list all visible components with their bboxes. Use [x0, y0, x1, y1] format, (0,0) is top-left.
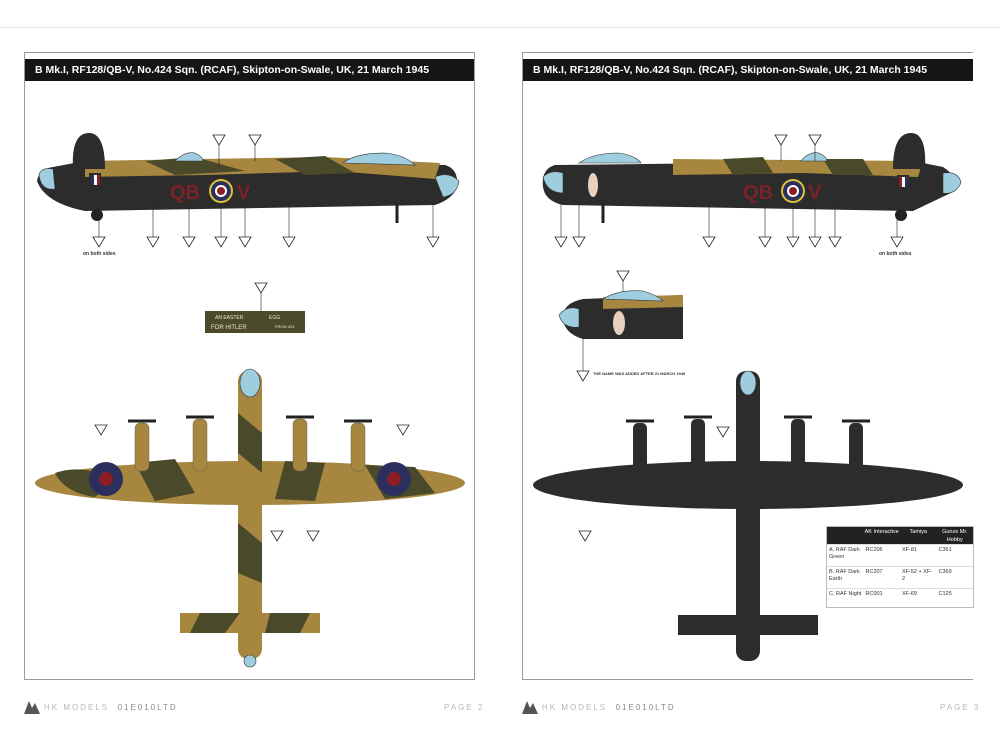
right-page-artwork: QB V on both sides	[533, 133, 963, 661]
right-individual-letter: V	[808, 182, 822, 204]
right-side-note: on both sides	[879, 251, 912, 257]
table-row: C. RAF Night RC001 XF-69 C125	[827, 588, 973, 610]
nose-art-line3: FOR HITLER	[211, 325, 247, 331]
right-nose-detail: THE NAME WAS ADDED AFTER 21 MARCH 1945	[558, 270, 686, 382]
left-page-header: B Mk.I, RF128/QB-V, No.424 Sqn. (RCAF), …	[25, 59, 474, 81]
left-footer-brand: HK MODELS 01E010LTD	[44, 703, 178, 712]
right-underside-callouts	[578, 426, 730, 542]
right-underside-view	[533, 370, 963, 661]
left-page-artwork: QB V on both sides	[35, 133, 465, 668]
left-side-profile: QB V	[37, 133, 460, 223]
left-side-note: on both sides	[83, 251, 116, 257]
nose-detail-note: THE NAME WAS ADDED AFTER 21 MARCH 1945	[593, 371, 686, 376]
table-row: B. RAF Dark Earth RC207 XF-52 + XF-2 C36…	[827, 566, 973, 588]
left-page: B Mk.I, RF128/QB-V, No.424 Sqn. (RCAF), …	[24, 52, 475, 680]
nose-art-line2: EGG	[269, 315, 280, 321]
left-code-letters: QB	[170, 182, 200, 204]
left-footer-page: PAGE 2	[444, 703, 485, 712]
right-footer-brand: HK MODELS 01E010LTD	[542, 703, 676, 712]
left-top-view	[35, 368, 465, 668]
left-side-leader-lines	[98, 145, 434, 237]
right-page: B Mk.I, RF128/QB-V, No.424 Sqn. (RCAF), …	[522, 52, 974, 680]
nose-art-line1: AN EASTER	[215, 315, 244, 321]
left-side-callouts	[92, 134, 440, 248]
right-page-header: B Mk.I, RF128/QB-V, No.424 Sqn. (RCAF), …	[523, 59, 973, 81]
right-footer-page: PAGE 3	[940, 703, 981, 712]
paint-table: AK Interactive Tamiya Gunze Mr. Hobby A.…	[826, 526, 974, 608]
nose-art-line4: FROM 424	[275, 324, 295, 329]
paint-table-header: AK Interactive Tamiya Gunze Mr. Hobby	[827, 527, 973, 544]
table-row: A. RAF Dark Green RC206 XF-81 C361	[827, 544, 973, 566]
left-nose-art: AN EASTER EGG FOR HITLER FROM 424	[205, 282, 305, 333]
right-side-leader-lines	[560, 145, 898, 237]
left-top-callouts	[94, 424, 410, 542]
hk-logo-icon	[522, 701, 538, 714]
hk-logo-icon	[24, 701, 40, 714]
right-code-letters: QB	[743, 182, 773, 204]
left-individual-letter: V	[237, 182, 251, 204]
top-divider	[0, 27, 1000, 28]
right-side-callouts	[554, 134, 904, 248]
right-side-profile: QB V	[542, 133, 962, 223]
